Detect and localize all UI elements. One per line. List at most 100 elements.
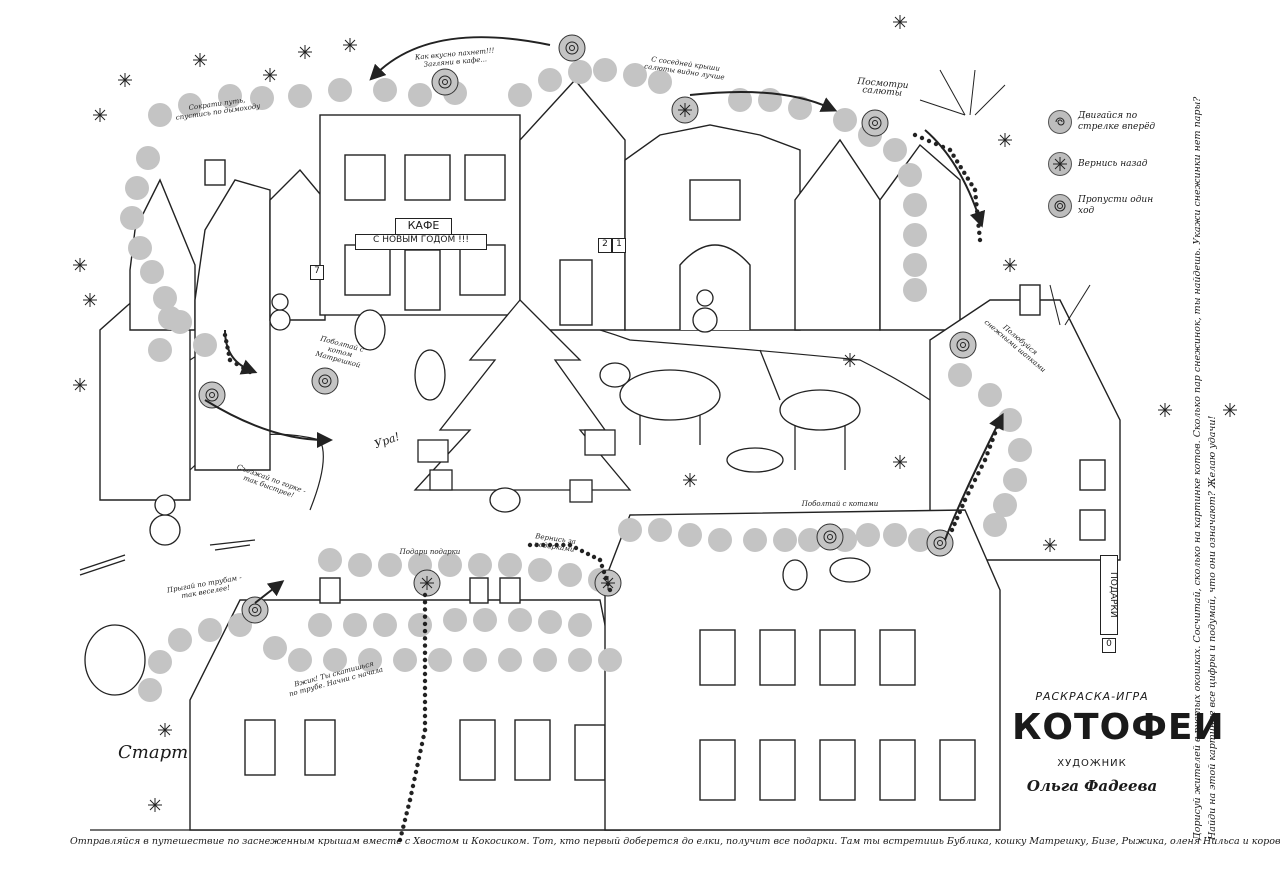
path-cell — [498, 553, 522, 577]
snowflake-icon — [892, 14, 908, 30]
path-cell — [140, 260, 164, 284]
path-cell — [618, 518, 642, 542]
path-dot — [965, 176, 971, 181]
path-dot — [599, 563, 605, 569]
path-cell — [993, 493, 1017, 517]
brand-block: РАСКРАСКА-ИГРА КОТОФЕИ ХУДОЖНИК Ольга Фа… — [1012, 690, 1224, 795]
path-cell — [308, 613, 332, 637]
spiral-cell — [311, 367, 339, 395]
path-dot — [418, 748, 423, 754]
path-cell — [903, 278, 927, 302]
path-dot — [591, 554, 597, 560]
arrow-right-curve — [924, 129, 986, 228]
path-dot — [413, 769, 419, 775]
deer — [779, 389, 861, 431]
path-dot — [969, 182, 974, 187]
legend-row-skip: Пропусти один ход — [1048, 194, 1168, 218]
path-dot — [554, 542, 559, 548]
path-cell — [373, 78, 397, 102]
path-dot — [561, 542, 566, 548]
path-cell — [428, 648, 452, 672]
snowflake-icon — [117, 72, 133, 88]
path-cell — [1003, 468, 1027, 492]
path-cell — [508, 608, 532, 632]
snowflake-icon — [1157, 402, 1173, 418]
path-dot — [422, 621, 428, 627]
cow — [619, 369, 721, 421]
path-dot — [976, 471, 981, 476]
swirl-cell — [558, 34, 586, 62]
path-cell — [903, 253, 927, 277]
path-cell — [468, 553, 492, 577]
snowflake-icon — [157, 722, 173, 738]
path-dot — [912, 132, 918, 138]
path-dot — [947, 147, 953, 153]
path-dot — [422, 643, 428, 648]
path-cell — [473, 608, 497, 632]
path-dot — [954, 159, 960, 164]
path-dot — [585, 551, 591, 557]
path-dot — [919, 135, 925, 141]
path-cell — [538, 68, 562, 92]
arrow-roof-up — [944, 412, 1004, 541]
banner-chat-cats: Поболтай с котами — [801, 500, 879, 508]
path-dot — [422, 657, 428, 663]
path-dot — [407, 797, 413, 803]
brand-type: РАСКРАСКА-ИГРА — [1035, 690, 1149, 703]
path-cell — [948, 363, 972, 387]
path-dot — [419, 741, 425, 747]
path-cell — [898, 163, 922, 187]
cat-tree — [489, 487, 521, 513]
path-cell — [198, 618, 222, 642]
path-cell — [125, 176, 149, 200]
swirl-cell — [949, 331, 977, 359]
path-dot — [422, 592, 428, 598]
snowflake-icon — [1042, 537, 1058, 553]
path-cell — [443, 608, 467, 632]
path-dot — [416, 755, 422, 761]
path-cell — [348, 553, 372, 577]
snowflake-icon — [82, 292, 98, 308]
path-cell — [408, 83, 432, 107]
legend-forward-text: Двигайся по стрелке вперёд — [1078, 111, 1156, 132]
side-line-2: Найди на этой картинке все цифры и подум… — [1207, 415, 1218, 840]
path-cell — [903, 223, 927, 247]
dog — [414, 349, 446, 401]
path-cell — [463, 648, 487, 672]
path-cell — [343, 613, 367, 637]
path-dot — [422, 628, 428, 634]
path-dot — [402, 817, 408, 823]
path-cell — [708, 528, 732, 552]
path-dot — [926, 138, 932, 144]
path-cell — [158, 306, 182, 330]
path-cell — [533, 648, 557, 672]
swirl-cell — [926, 529, 954, 557]
path-dot — [601, 569, 607, 575]
path-cell — [148, 338, 172, 362]
cat-sitting — [354, 309, 386, 351]
spiral-cell — [861, 109, 889, 137]
building-bottom-left — [189, 599, 621, 831]
path-cell — [743, 528, 767, 552]
path-dot — [979, 464, 984, 469]
snowflake-icon — [682, 472, 698, 488]
path-cell — [883, 138, 907, 162]
path-dot — [949, 527, 955, 533]
start-label: Старт — [118, 742, 189, 763]
swirl-cell — [198, 381, 226, 409]
spiral-icon — [1048, 194, 1072, 218]
path-cell — [218, 84, 242, 108]
path-dot — [422, 720, 428, 726]
animals — [84, 289, 871, 696]
path-dot — [972, 187, 978, 193]
house-number-1-sign: 1 — [612, 238, 626, 253]
snowflake-icon — [1002, 257, 1018, 273]
legend-skip-text: Пропусти один ход — [1078, 195, 1154, 216]
house-number-7-sign: 7 — [310, 265, 324, 280]
path-dot — [410, 783, 416, 789]
spiral-cell — [816, 523, 844, 551]
snowflake-icon — [342, 37, 358, 53]
bottom-description: Отправляйся в путешествие по заснеженным… — [70, 836, 1280, 847]
path-cell — [678, 523, 702, 547]
